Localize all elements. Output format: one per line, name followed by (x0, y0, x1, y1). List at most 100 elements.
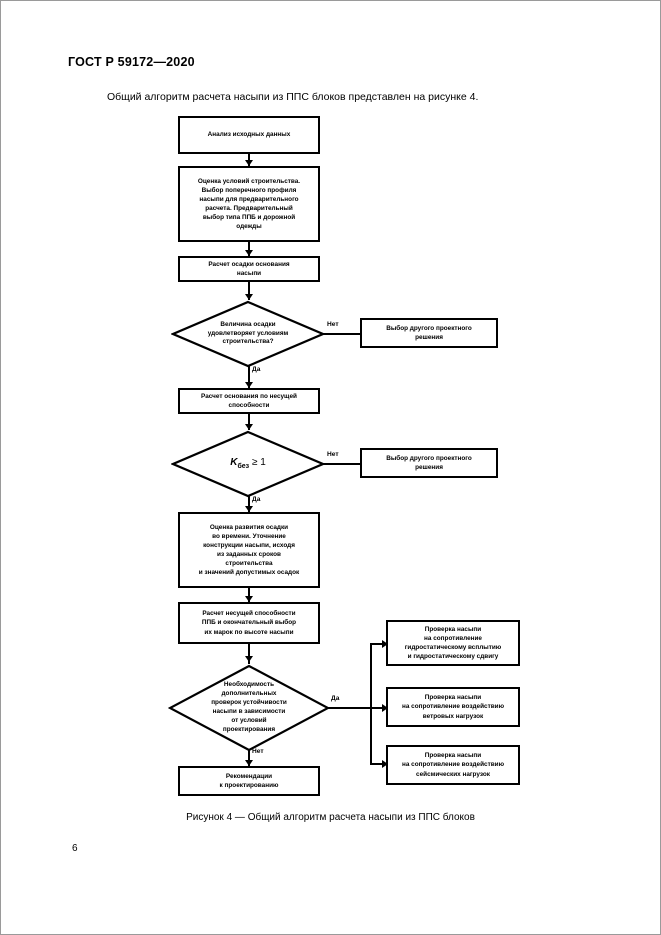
edge-trunk-to-hydro (370, 643, 388, 645)
node-other-solution-2-line: решения (415, 464, 443, 471)
edge-yes-trunk (370, 643, 372, 765)
node-ppb-bearing: Расчет несущей способности ППБ и окончат… (178, 602, 320, 644)
page-number: 6 (72, 843, 78, 854)
node-check-hydro-line: Проверка насыпи (424, 625, 482, 633)
edge-conditions-to-settlement (248, 242, 250, 256)
edge-trunk-to-seismic (370, 763, 388, 765)
edge-label-no-1: Нет (327, 321, 339, 328)
node-conditions-line: Оценка условий строительства. (197, 177, 301, 185)
node-check-wind-line: на сопротивление воздействию (401, 703, 505, 711)
edge-bearing-to-decision2 (248, 414, 250, 430)
edge-decision2-no (323, 463, 370, 465)
node-time-development-line: Оценка развития осадки (209, 523, 289, 531)
node-other-solution-1: Выбор другого проектного решения (360, 318, 498, 348)
node-conditions-line: расчета. Предварительный (205, 205, 293, 212)
node-conditions-line: насыпи для предварительного (199, 195, 299, 203)
edge-label-yes-2: Да (252, 496, 261, 503)
decision-extra-checks: Необходимость дополнительных проверок ус… (168, 664, 330, 752)
node-recommendations: Рекомендации к проектированию (178, 766, 320, 796)
formula-relation: ≥ 1 (251, 457, 266, 469)
node-time-development-line: строительства (225, 560, 273, 568)
decision-settlement: Величина осадки удовлетворяет условиям с… (171, 300, 325, 368)
decision-extra-checks-line: дополнительных (221, 690, 277, 698)
edge-decision2-yes (248, 496, 250, 514)
edge-label-no-2: Нет (327, 451, 339, 458)
edge-decision3-yes (328, 707, 372, 709)
decision-settlement-line: удовлетворяет условиям (207, 329, 289, 337)
node-recommendations-line: к проектированию (219, 782, 279, 789)
node-settlement-calc-line: насыпи (236, 270, 262, 277)
arrowhead-to-decision2 (245, 424, 253, 430)
decision-extra-checks-label: Необходимость дополнительных проверок ус… (191, 664, 308, 752)
node-time-development-line: конструкции насыпи, исходя (203, 541, 295, 549)
node-check-seismic-line: на сопротивление воздействию (401, 761, 505, 769)
arrowhead-decision2-yes (245, 506, 253, 512)
arrowhead-decision1-yes (245, 382, 253, 388)
decision-extra-checks-line: от условий (231, 716, 267, 724)
decision-extra-checks-line: насыпи в зависимости (212, 708, 286, 715)
intro-paragraph: Общий алгоритм расчета насыпи из ППС бло… (107, 91, 479, 103)
edge-settlement-to-decision1 (248, 282, 250, 300)
edge-label-no-3: Нет (252, 748, 264, 755)
node-time-development-line: во времени. Уточнение (212, 532, 286, 540)
node-check-hydro-line: и гидростатическому сдвигу (407, 653, 499, 661)
node-check-seismic-line: сейсмических нагрузок (416, 770, 490, 778)
node-check-seismic: Проверка насыпи на сопротивление воздейс… (386, 745, 520, 785)
node-settlement-calc: Расчет осадки основания насыпи (178, 256, 320, 282)
decision-settlement-label: Величина осадки удовлетворяет условиям с… (196, 300, 301, 368)
edge-decision1-yes (248, 366, 250, 388)
node-ppb-bearing-line: их марок по высоте насыпи (204, 628, 294, 636)
node-time-development: Оценка развития осадки во времени. Уточн… (178, 512, 320, 588)
formula-subscript: без (237, 463, 250, 471)
arrowhead-to-seismic (382, 760, 388, 768)
edge-trunk-to-wind (370, 707, 388, 709)
node-analysis: Анализ исходных данных (178, 116, 320, 154)
node-recommendations-line: Рекомендации (225, 772, 273, 780)
node-other-solution-2: Выбор другого проектного решения (360, 448, 498, 478)
node-conditions-line: выбор типа ППБ и дорожной (202, 214, 296, 222)
decision-extra-checks-line: Необходимость (223, 681, 275, 689)
standard-header: ГОСТ Р 59172—2020 (68, 55, 195, 69)
arrowhead-to-conditions (245, 160, 253, 166)
node-settlement-calc-line: Расчет осадки основания (208, 260, 290, 268)
node-check-seismic-line: Проверка насыпи (424, 752, 482, 760)
node-check-wind-line: Проверка насыпи (424, 694, 482, 702)
node-other-solution-1-line: решения (415, 334, 443, 341)
arrowhead-to-decision1 (245, 294, 253, 300)
decision-safety-factor-label: Kбез ≥ 1 (196, 430, 301, 498)
decision-safety-factor: Kбез ≥ 1 (171, 430, 325, 498)
decision-extra-checks-line: проверок устойчивости (211, 699, 287, 707)
edge-time-to-ppb (248, 588, 250, 602)
node-analysis-label: Анализ исходных данных (207, 131, 291, 139)
arrowhead-decision3-no (245, 760, 253, 766)
edge-label-yes-3: Да (331, 695, 340, 702)
edge-ppb-to-decision3 (248, 644, 250, 664)
node-time-development-line: из заданных сроков (217, 551, 281, 558)
arrowhead-to-hydro (382, 640, 388, 648)
node-check-wind: Проверка насыпи на сопротивление воздейс… (386, 687, 520, 727)
arrowhead-to-decision3 (245, 656, 253, 662)
decision-extra-checks-line: проектирования (222, 725, 276, 733)
node-time-development-line: и значений допустимых осадок (198, 569, 300, 577)
figure-caption: Рисунок 4 — Общий алгоритм расчета насып… (186, 812, 475, 823)
node-bearing-calc-line: способности (228, 402, 270, 409)
node-ppb-bearing-line: ППБ и окончательный выбор (201, 619, 297, 627)
edge-decision1-no (323, 333, 370, 335)
formula-symbol: Kбез ≥ 1 (230, 456, 266, 472)
node-bearing-calc-line: Расчет основания по несущей (201, 392, 297, 400)
node-bearing-calc: Расчет основания по несущей способности (178, 388, 320, 414)
arrowhead-to-ppb (245, 596, 253, 602)
edge-decision3-no (248, 750, 250, 768)
formula-k: K (230, 457, 238, 469)
node-conditions-line: Выбор поперечного профиля (201, 186, 297, 194)
node-check-hydro-line: гидростатическому всплытию (404, 644, 502, 651)
node-conditions-line: одежды (236, 223, 262, 231)
node-other-solution-2-line: Выбор другого проектного (386, 454, 472, 462)
node-check-wind-line: ветровых нагрузок (422, 712, 484, 720)
node-check-hydro: Проверка насыпи на сопротивление гидрост… (386, 620, 520, 666)
decision-settlement-line: Величина осадки (220, 320, 276, 328)
edge-label-yes-1: Да (252, 366, 261, 373)
node-conditions: Оценка условий строительства. Выбор попе… (178, 166, 320, 242)
